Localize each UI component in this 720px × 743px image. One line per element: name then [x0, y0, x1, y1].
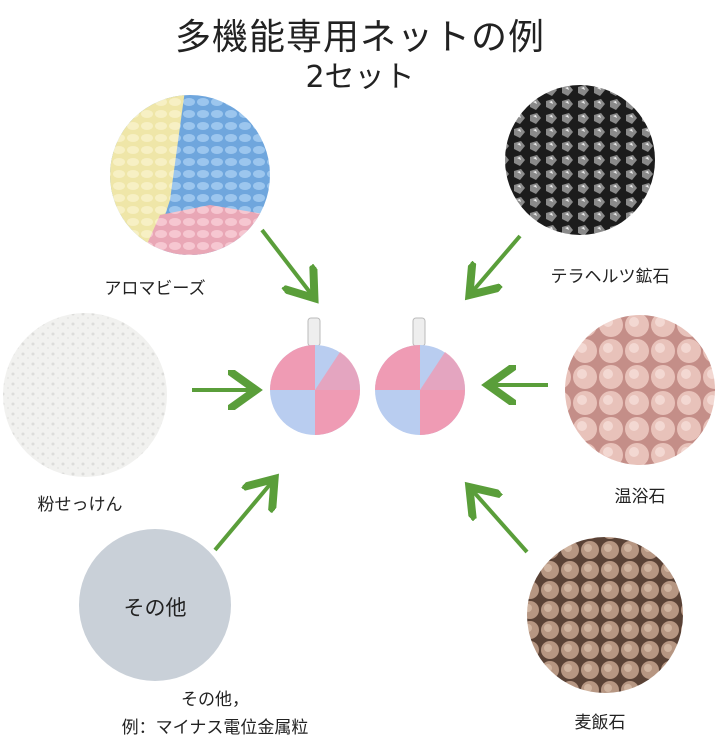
bakuhan-image: [527, 537, 683, 693]
other-circle-text: その他: [123, 596, 187, 620]
aroma-beads-image: [110, 95, 270, 255]
label-soap: 粉せっけん: [37, 495, 123, 515]
label-aroma: アロマビーズ: [104, 279, 206, 299]
onsen-stone-image: [565, 315, 715, 465]
terahertz-image: [505, 85, 655, 235]
other-circle: [79, 529, 231, 681]
label-other-2: 例：マイナス電位金属粒: [121, 718, 309, 738]
label-other-1: その他，: [181, 690, 249, 710]
label-onsen: 温浴石: [614, 487, 666, 507]
soap-image: [3, 313, 167, 477]
arrows: [192, 228, 548, 554]
label-terahertz: テラヘルツ鉱石: [550, 267, 670, 287]
mesh-ball-1: [270, 317, 361, 435]
page-subtitle: 2セット: [305, 60, 415, 95]
label-bakuhan: 麦飯石: [574, 713, 626, 733]
page-title: 多機能専用ネットの例: [174, 17, 545, 58]
mesh-ball-2: [375, 317, 466, 435]
